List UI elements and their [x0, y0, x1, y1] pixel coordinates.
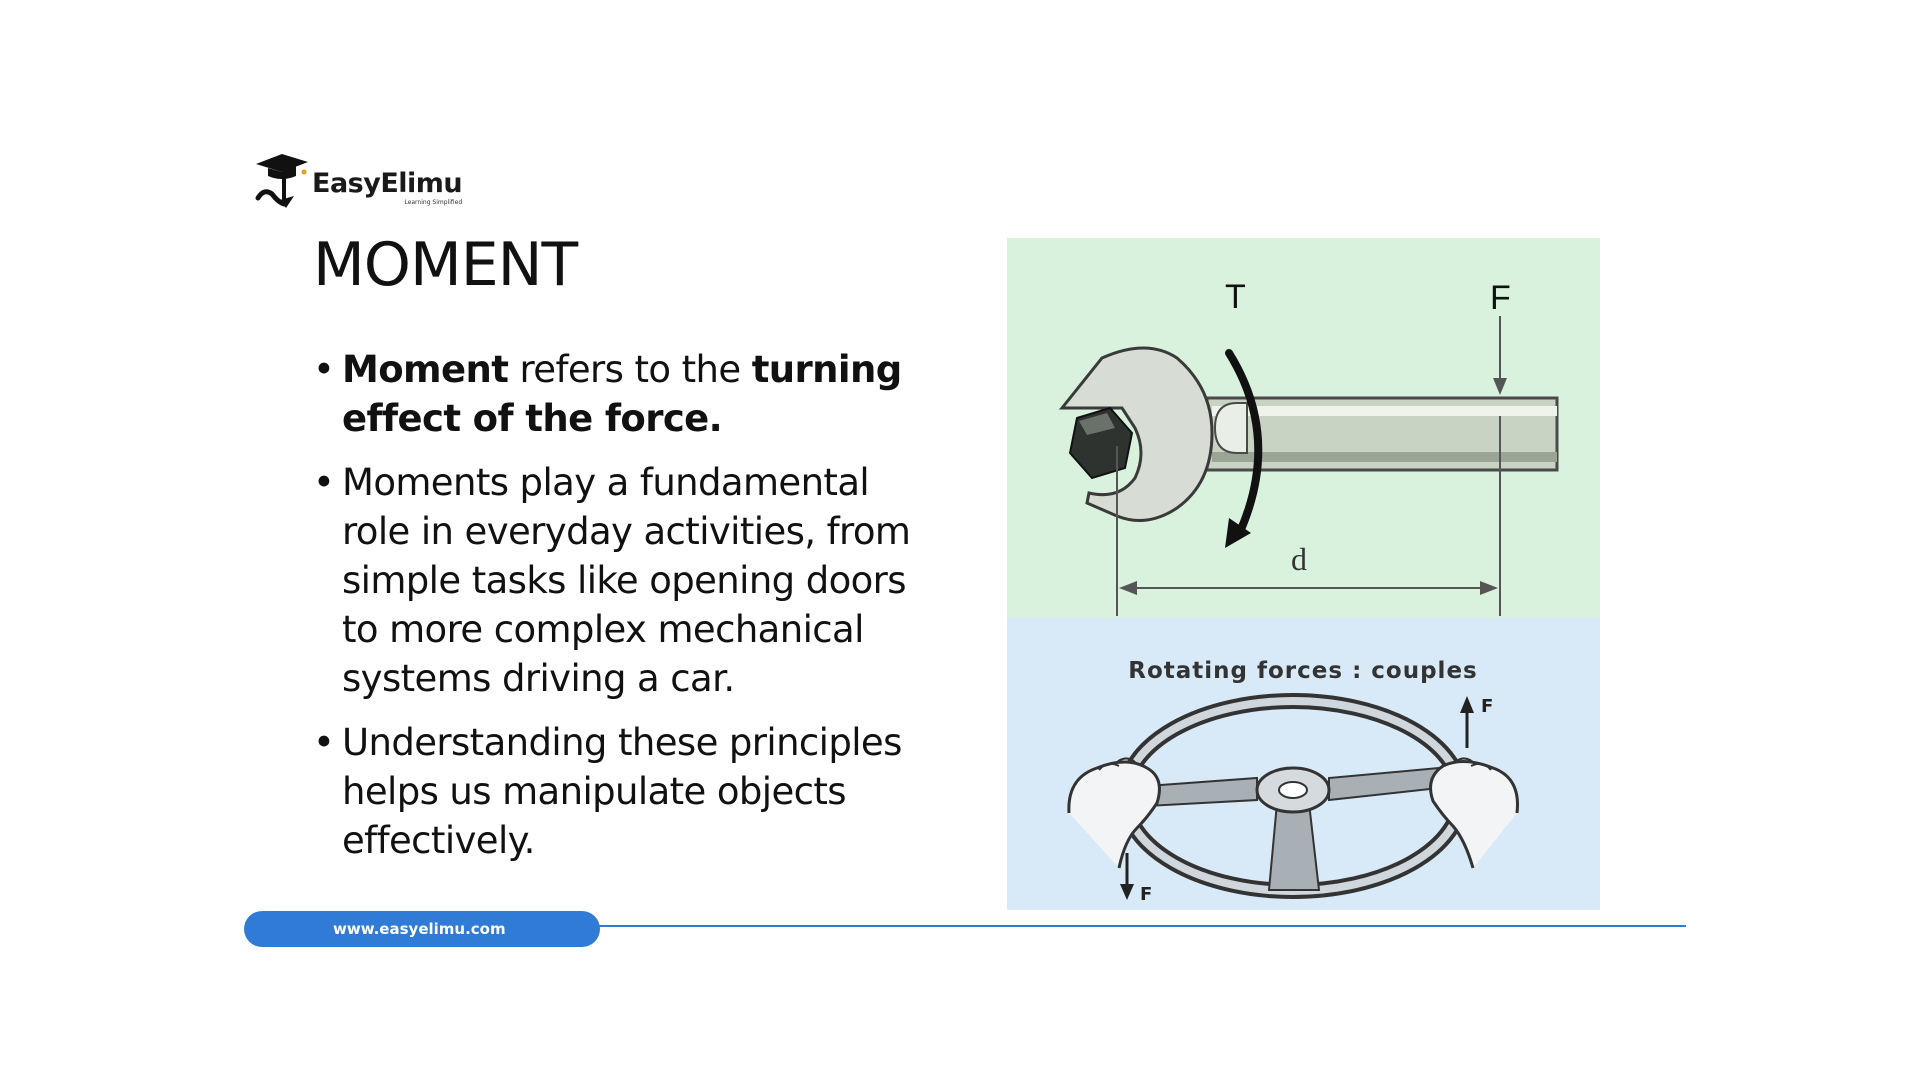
bullet-text: Moments play a fundamental role in every…	[342, 461, 911, 700]
force-label-bottom: F	[1140, 884, 1152, 905]
bullet-marker: •	[313, 721, 335, 764]
wrench-illustration: T F d	[1058, 278, 1559, 616]
steering-wheel-illustration: Rotating forces : couples F F	[1067, 658, 1519, 905]
right-hand	[1429, 760, 1519, 869]
torque-arc	[1225, 349, 1263, 538]
footer-divider	[590, 925, 1686, 927]
wheel-caption: Rotating forces : couples	[1128, 658, 1477, 684]
bullet-item: • Understanding these principles helps u…	[313, 718, 933, 865]
wrench-torque-figure: T F d	[1007, 238, 1600, 618]
logo-name: EasyElimu	[312, 168, 463, 199]
bullet-marker: •	[313, 461, 335, 504]
bullet-marker: •	[313, 348, 335, 391]
logo-tagline: Learning Simplified	[404, 199, 463, 206]
graduation-cap-icon	[255, 154, 308, 208]
left-hand	[1067, 760, 1161, 869]
bullet-text: refers to the	[508, 348, 752, 391]
bullet-item: • Moment refers to the turning effect of…	[313, 345, 933, 443]
footer-url[interactable]: www.easyelimu.com	[333, 920, 506, 938]
wrench-head-shape	[1058, 346, 1214, 522]
slide-title: MOMENT	[313, 230, 578, 300]
force-label: F	[1490, 279, 1511, 317]
bullet-text: Moment	[342, 348, 509, 391]
bullet-text: turning effect of the force.	[342, 348, 902, 440]
force-label-top: F	[1481, 696, 1493, 717]
steering-wheel-couple-figure: Rotating forces : couples F F	[1007, 618, 1600, 910]
bullet-text: Understanding these principles helps us …	[342, 721, 902, 862]
torque-label: T	[1225, 278, 1246, 316]
footer-url-pill[interactable]: www.easyelimu.com	[244, 911, 600, 947]
bullet-item: • Moments play a fundamental role in eve…	[313, 458, 933, 703]
distance-label: d	[1291, 541, 1307, 577]
bullet-list: • Moment refers to the turning effect of…	[313, 345, 933, 880]
logo: EasyElimu Learning Simplified	[250, 150, 463, 212]
